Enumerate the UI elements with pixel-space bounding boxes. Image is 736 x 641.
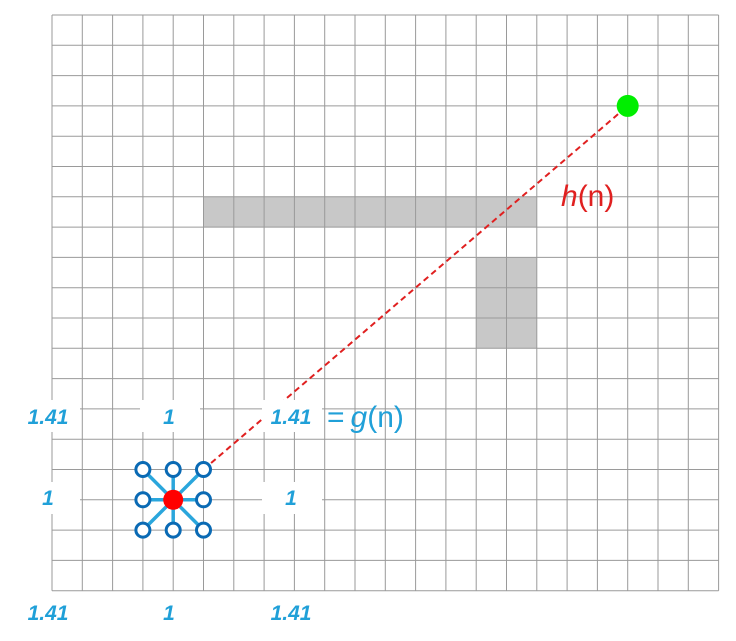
label-background (22, 482, 80, 514)
g-equals: = (327, 401, 345, 434)
neighbor-node-ring (195, 491, 212, 509)
cost-label-bottom-left: 1.41 (28, 602, 69, 625)
neighbor-node-ring (195, 521, 212, 539)
label-background (262, 400, 322, 432)
g-cost-label: =g(n) (327, 401, 404, 434)
g-arg: (n) (367, 401, 404, 434)
neighbor-node-ring (134, 491, 152, 509)
neighbor-node-ring (195, 461, 212, 478)
cost-label-bottom-right: 1.41 (271, 602, 312, 625)
label-backgrounds (22, 400, 322, 631)
current-node (163, 489, 184, 510)
label-background (262, 597, 322, 631)
neighbor-nodes (134, 461, 212, 539)
neighbor-node-ring (164, 461, 182, 478)
obstacle-block (203, 196, 537, 228)
neighbor-node-ring (134, 521, 152, 539)
goal-node (616, 94, 639, 117)
neighbor-node-ring (164, 521, 182, 539)
g-func: g (351, 401, 368, 434)
cost-label-top-left: 1.41 (28, 406, 69, 429)
cost-label-left: 1 (42, 487, 54, 510)
label-background (22, 597, 80, 631)
label-background (262, 482, 322, 514)
cost-label-right: 1 (285, 487, 297, 510)
h-cost-label: h(n) (561, 180, 614, 213)
cost-label-top: 1 (163, 406, 175, 429)
label-background (140, 597, 200, 631)
cost-label-top-right: 1.41 (271, 406, 312, 429)
cost-label-bottom: 1 (163, 602, 175, 625)
neighbor-node-ring (134, 461, 152, 478)
label-background (140, 400, 200, 432)
h-arg: (n) (578, 180, 615, 213)
h-func: h (561, 180, 578, 213)
label-background (22, 400, 80, 432)
